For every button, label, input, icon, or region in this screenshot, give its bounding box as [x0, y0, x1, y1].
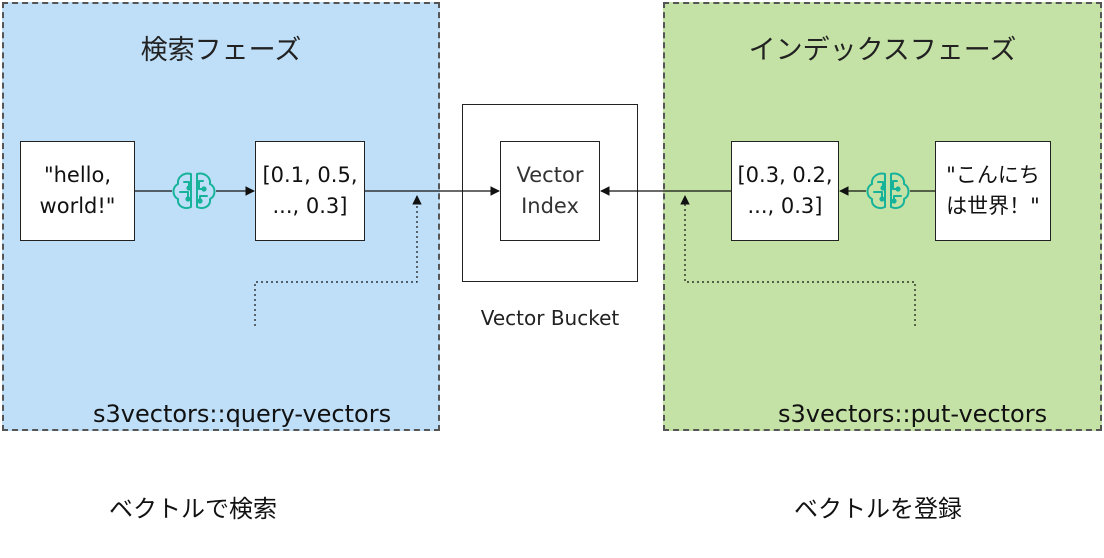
search-brain-circuit-icon [172, 171, 216, 211]
query-vectors-desc: ベクトルで検索 [109, 495, 277, 524]
search-input-text-box: "hello, world!" [20, 141, 135, 241]
query-vectors-callout-line [254, 195, 422, 326]
put-vectors-api-label: s3vectors::put-vectors [778, 400, 1048, 429]
vector-bucket-label: Vector Bucket [480, 306, 620, 330]
search-phase-title: 検索フェーズ [140, 35, 302, 66]
connector-layer [135, 171, 935, 326]
put-vectors-callout-line [680, 195, 916, 326]
query-vectors-api-label: s3vectors::query-vectors [93, 400, 392, 429]
index-input-text-box: "こんにち は世界！" [935, 141, 1051, 241]
put-vectors-desc: ベクトルを登録 [794, 495, 962, 524]
index-brain-circuit-icon [866, 171, 910, 211]
vector-index-box: Vector Index [500, 141, 600, 241]
index-vector-box: [0.3, 0.2, ..., 0.3] [731, 141, 839, 241]
index-phase-title: インデックスフェーズ [748, 35, 1017, 66]
search-query-vector-box: [0.1, 0.5, ..., 0.3] [255, 141, 365, 241]
